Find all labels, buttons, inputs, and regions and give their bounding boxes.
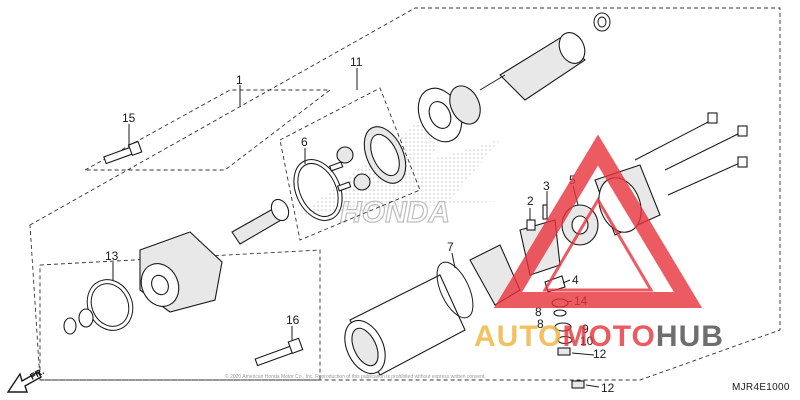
part-oring-6: [293, 159, 343, 221]
watermark-hub: HUB: [656, 320, 724, 353]
callout-12-upper: 12: [593, 347, 607, 361]
watermark-auto: AUTO: [474, 320, 562, 353]
part-bolt-16: [254, 337, 304, 367]
copyright-text: © 2020 American Honda Motor Co., Inc. Re…: [225, 373, 486, 380]
part-armature: [417, 12, 611, 143]
brand-mark-text: HONDA: [340, 196, 450, 229]
part-washer-top: [593, 12, 611, 32]
callout-9: 9: [582, 322, 589, 336]
watermark-logo: AUTOMOTOHUB: [474, 134, 724, 353]
part-oring-13: [86, 279, 134, 331]
callout-15: 15: [122, 111, 136, 125]
diagram-code: MJR4E1000: [732, 382, 790, 393]
callout-6: 6: [301, 135, 308, 149]
part-yoke: [344, 244, 521, 376]
callout-3: 3: [543, 179, 550, 193]
part-front-housing-13: [63, 231, 223, 335]
honda-wing-background: HONDA: [300, 90, 520, 230]
callout-11: 11: [350, 55, 363, 69]
callout-8-upper: 8: [535, 305, 542, 319]
subassembly-boundary-11: [279, 87, 421, 241]
part-oring-7: [436, 261, 474, 319]
subassembly-boundary-1: [84, 89, 332, 171]
watermark-triangle: [493, 134, 703, 308]
part-bolt-15: [103, 140, 143, 165]
watermark-moto: MOTO: [562, 320, 655, 353]
callout-12-lower: 12: [601, 381, 615, 395]
callout-7: 7: [447, 240, 454, 254]
part-planetary-gears-11: [328, 126, 407, 192]
callout-8-lower: 8: [537, 317, 544, 331]
callout-13: 13: [105, 249, 119, 263]
callout-2: 2: [527, 194, 534, 208]
part-long-bolts: [634, 112, 748, 196]
assembly-boundary: [29, 7, 781, 381]
callout-1: 1: [236, 73, 243, 87]
direction-label: FR.: [28, 366, 45, 382]
callout-16: 16: [286, 313, 300, 327]
callout-4: 4: [572, 273, 579, 287]
part-drive-shaft: [231, 198, 290, 245]
subassembly-boundary-lower: [39, 249, 321, 381]
svg-text:AUTOMOTOHUB: AUTOMOTOHUB: [474, 320, 724, 353]
callout-10: 10: [580, 334, 594, 348]
